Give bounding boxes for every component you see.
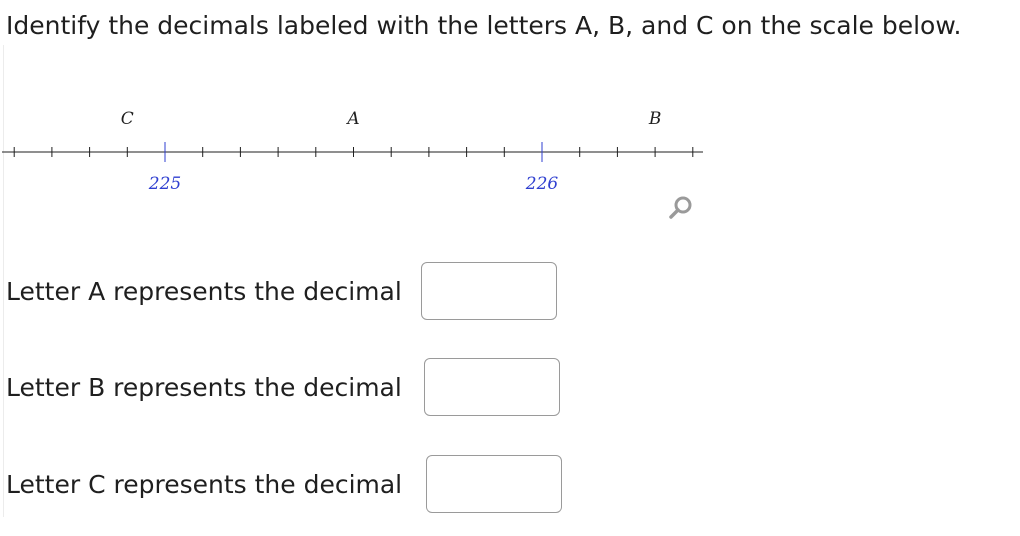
answer-input-a[interactable] [421,262,557,320]
answer-label-a: Letter A represents the decimal [6,277,402,306]
answer-label-b: Letter B represents the decimal [6,373,402,402]
point-label-b: B [648,109,662,129]
point-label-a: A [345,109,359,129]
answer-label-c: Letter C represents the decimal [6,470,403,499]
answer-input-b[interactable] [424,358,560,416]
question-text: Identify the decimals labeled with the l… [6,11,962,40]
magnifier-icon[interactable] [668,195,694,221]
point-label-c: C [121,109,134,129]
tick-label-226: 226 [525,174,559,194]
answer-input-c[interactable] [426,455,562,513]
left-border [3,45,4,517]
tick-label-225: 225 [148,174,181,194]
number-line: 225 226 C A B [2,109,703,194]
